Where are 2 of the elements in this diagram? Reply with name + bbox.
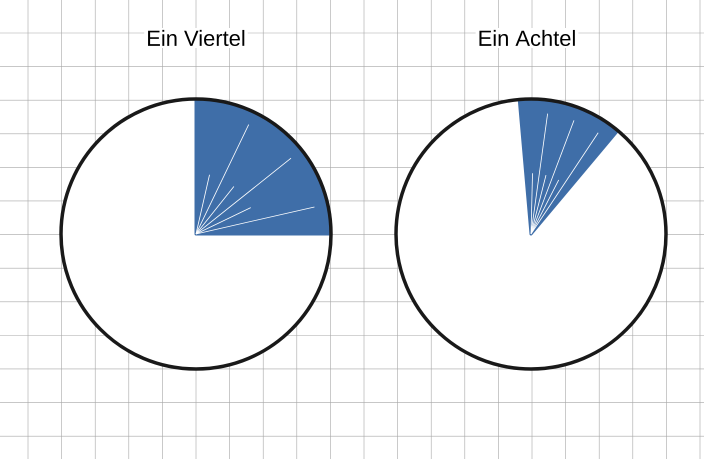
heading: Ein Achtel xyxy=(476,28,578,48)
heading: Ein Viertel xyxy=(144,28,248,48)
